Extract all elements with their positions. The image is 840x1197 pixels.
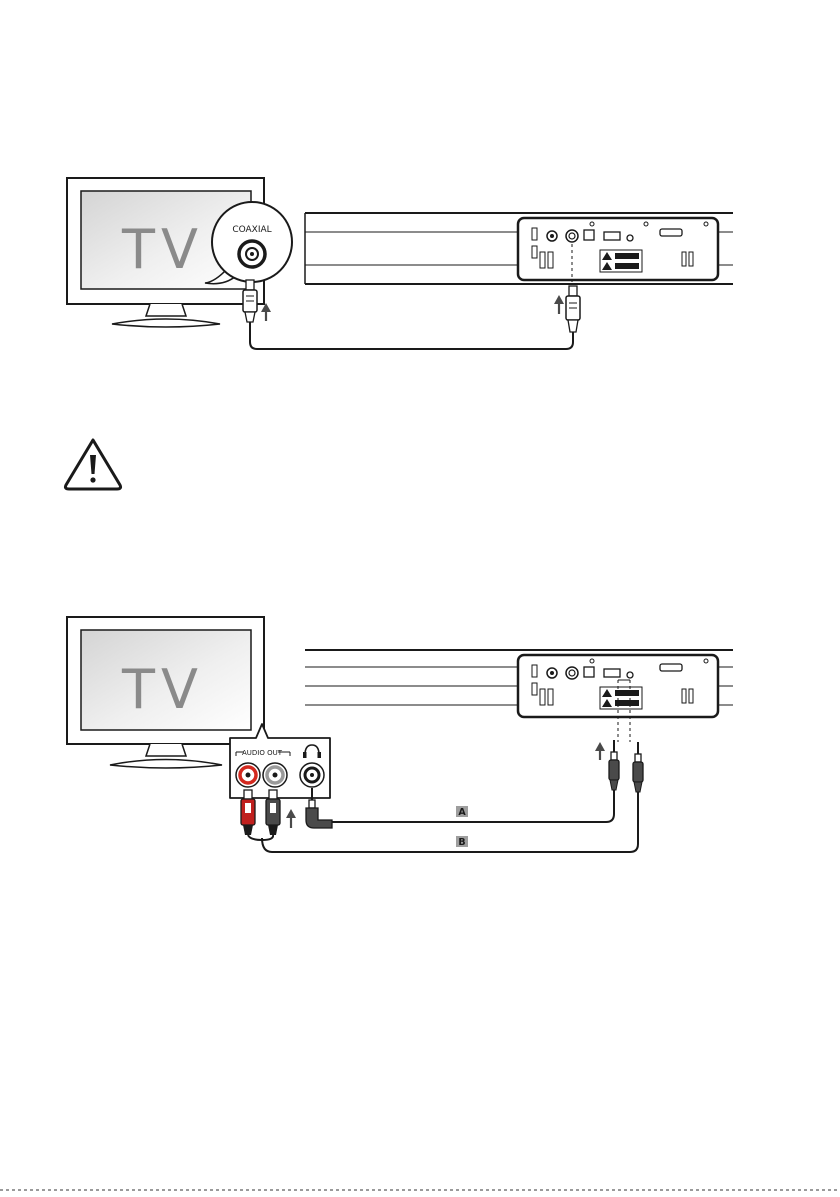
coaxial-label: COAXIAL (232, 225, 271, 235)
soundbar-bottom (305, 650, 733, 742)
tv-label: TV (121, 658, 204, 721)
straight-3-5mm-plug (633, 742, 643, 792)
cable-a: A (306, 740, 619, 828)
diagram-analog: TV AUDIO OUT (67, 617, 733, 852)
warning-triangle-icon (65, 440, 120, 489)
tv-label: TV (121, 218, 204, 281)
insert-arrow-icon (286, 809, 296, 828)
page-edge-dots (0, 1189, 840, 1191)
rca-jack-white (263, 763, 287, 787)
audio-out-label: AUDIO OUT (242, 749, 283, 757)
cable-a-label: A (458, 807, 466, 818)
soundbar-top (305, 213, 733, 284)
insert-arrow-icon (554, 295, 564, 314)
diagram-coaxial: TV COAXIAL (67, 178, 733, 349)
headphone-jack (300, 763, 324, 787)
insert-arrow-icon (261, 303, 271, 321)
straight-3-5mm-plug (609, 740, 619, 790)
connector-panel (518, 218, 718, 280)
coaxial-plug-right (566, 286, 580, 332)
rca-jack-red (236, 763, 260, 787)
coaxial-cable (243, 280, 580, 349)
insert-arrow-icon (595, 742, 605, 760)
cable-b-label: B (458, 837, 465, 848)
